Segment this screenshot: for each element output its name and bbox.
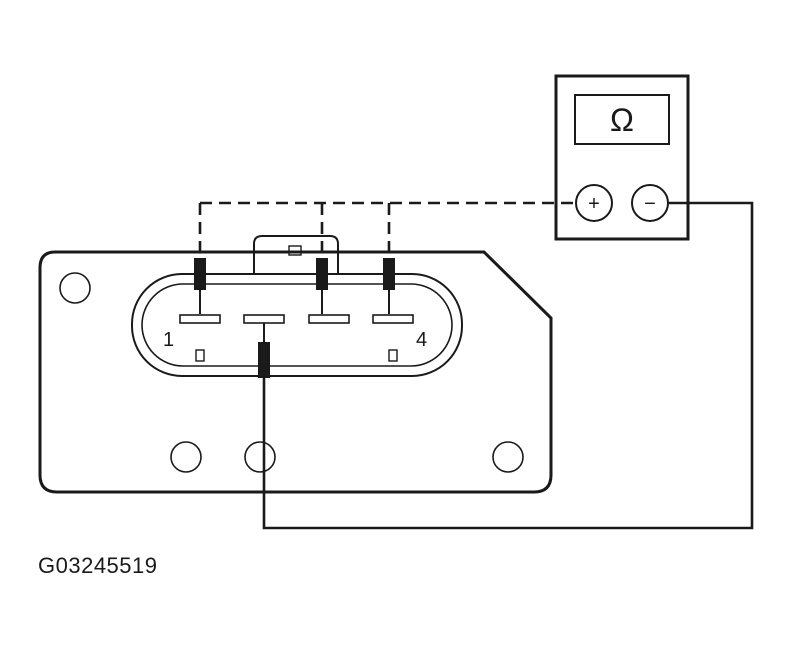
ohmmeter-display — [574, 94, 670, 145]
terminal-pin-4 — [372, 314, 414, 324]
connector-shroud — [131, 273, 463, 377]
negative-terminal — [631, 184, 669, 222]
probe-pin-1 — [194, 258, 206, 314]
terminal-pin-1 — [179, 314, 221, 324]
solid-test-lead — [262, 201, 754, 530]
mounting-hole-bottom-3 — [492, 441, 524, 473]
figure-id: G03245519 — [38, 553, 158, 578]
key-notch-right — [388, 349, 398, 362]
probe-pin-3 — [316, 258, 328, 314]
probe-pin-4 — [383, 258, 395, 314]
mounting-hole-bottom-1 — [170, 441, 202, 473]
connector-inner — [141, 283, 453, 367]
dashed-test-lead — [198, 201, 576, 258]
key-notch-left — [195, 349, 205, 362]
positive-terminal-label: + — [588, 193, 600, 215]
negative-terminal-label: − — [644, 193, 656, 215]
ohmmeter-body — [554, 74, 690, 241]
mounting-hole-top-left — [59, 272, 91, 304]
pin-label-1: 1 — [163, 329, 174, 351]
pin-label-4: 4 — [416, 329, 427, 351]
terminal-pin-3 — [308, 314, 350, 324]
positive-terminal — [575, 184, 613, 222]
probe-pin-2 — [258, 323, 270, 378]
terminal-pin-2 — [243, 314, 285, 324]
ohm-symbol: Ω — [610, 102, 634, 138]
mounting-hole-bottom-2 — [244, 441, 276, 473]
latch-notch — [288, 245, 302, 256]
sensor-housing — [38, 250, 553, 494]
connector-latch — [253, 235, 339, 275]
